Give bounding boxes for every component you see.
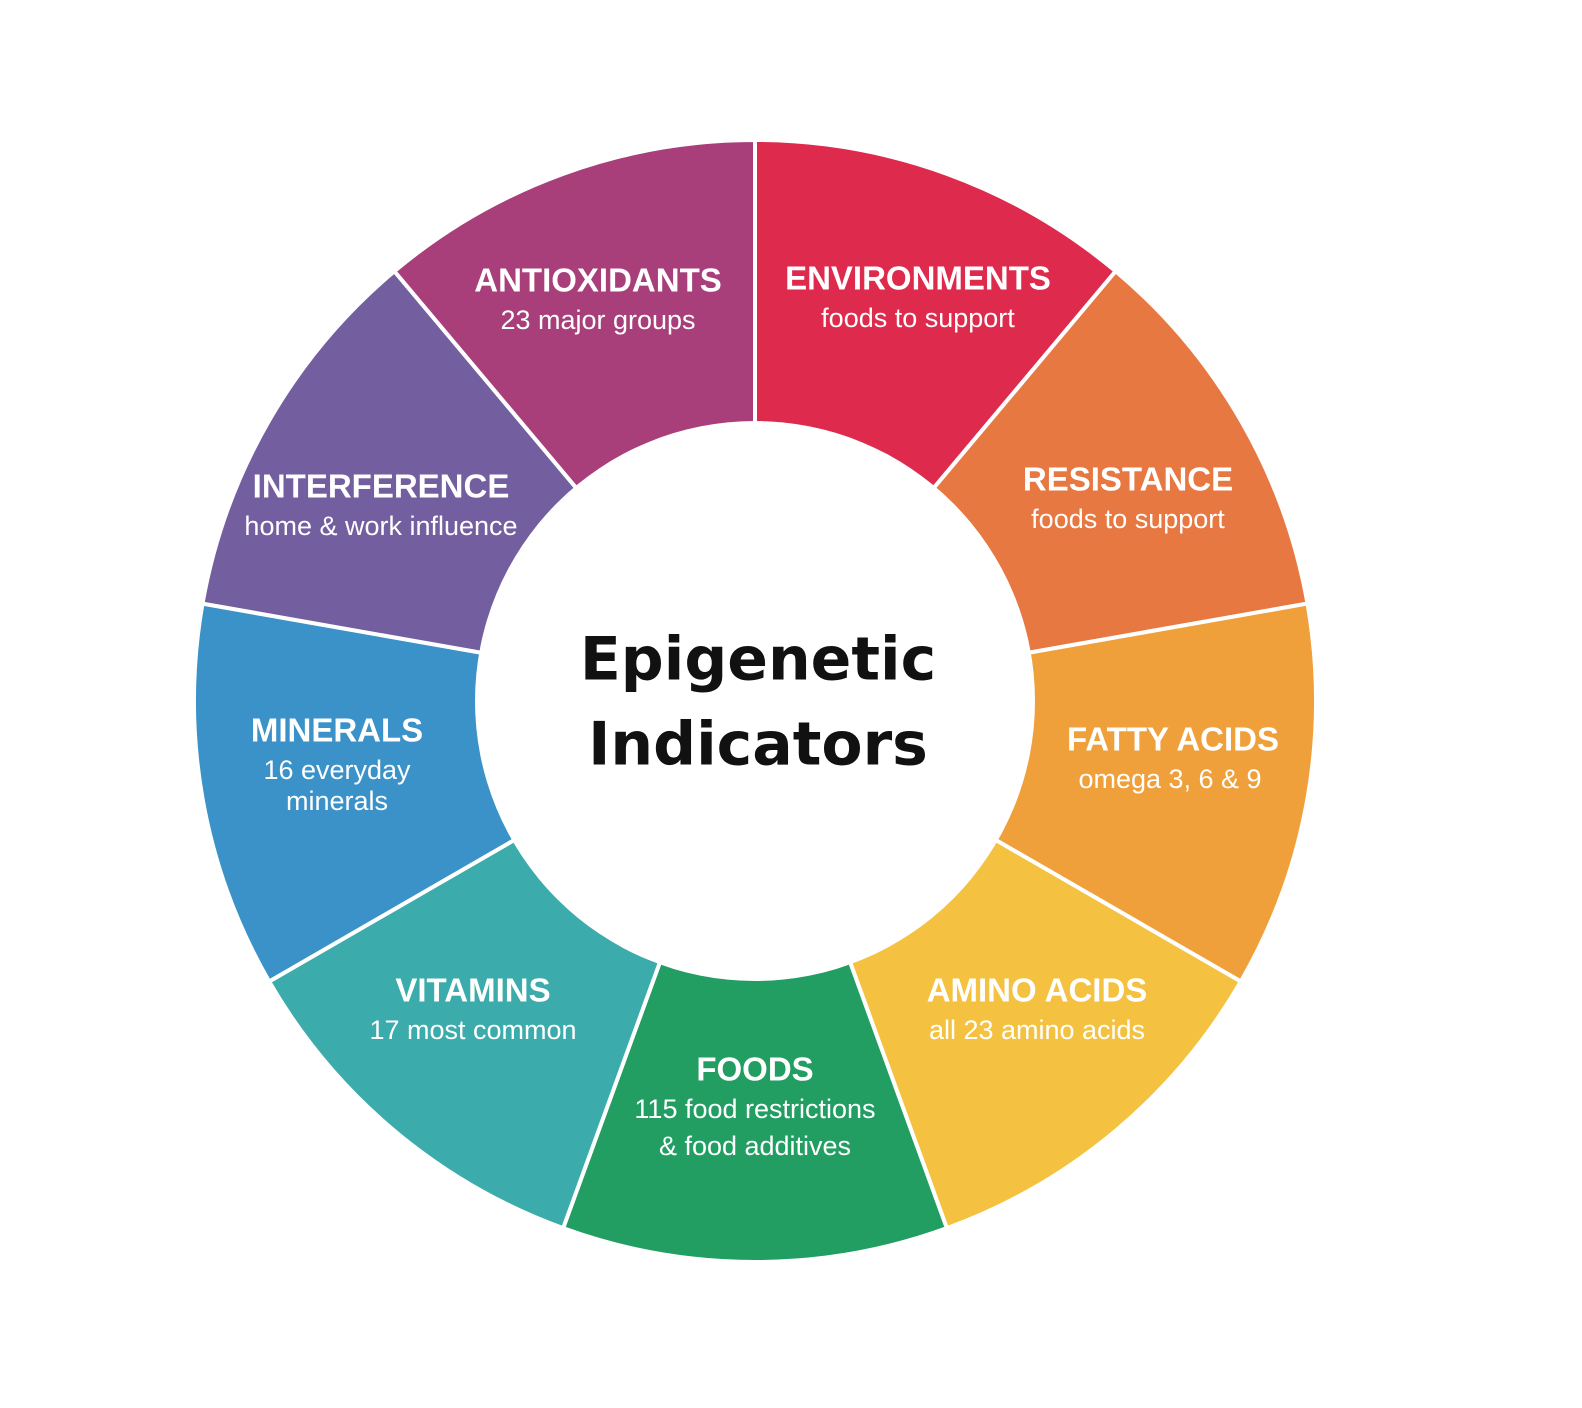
- center-circle: [475, 421, 1035, 981]
- segment-title-resistance: RESISTANCE: [1023, 461, 1233, 498]
- segment-title-fatty-acids: FATTY ACIDS: [1067, 721, 1279, 758]
- segment-subtitle-minerals-2: minerals: [286, 786, 388, 816]
- segment-subtitle-interference: home & work influence: [244, 511, 517, 541]
- segment-subtitle-vitamins: 17 most common: [369, 1015, 576, 1045]
- segment-subtitle-environments: foods to support: [821, 303, 1015, 333]
- segment-subtitle-minerals-1: 16 everyday: [263, 755, 411, 785]
- center-title-line-1: Epigenetic: [580, 625, 936, 695]
- segment-subtitle-fatty-acids: omega 3, 6 & 9: [1078, 764, 1261, 794]
- segment-title-antioxidants: ANTIOXIDANTS: [474, 262, 722, 299]
- segment-subtitle-foods-1: 115 food restrictions: [634, 1094, 875, 1124]
- segment-title-foods: FOODS: [696, 1051, 813, 1088]
- segment-subtitle-resistance: foods to support: [1031, 504, 1225, 534]
- segment-subtitle-antioxidants: 23 major groups: [500, 305, 695, 335]
- segment-subtitle-amino-acids: all 23 amino acids: [929, 1015, 1145, 1045]
- segment-title-interference: INTERFERENCE: [253, 468, 510, 505]
- segment-subtitle-foods-2: & food additives: [659, 1131, 851, 1161]
- segment-title-amino-acids: AMINO ACIDS: [927, 972, 1148, 1009]
- segment-title-minerals: MINERALS: [251, 712, 423, 749]
- center-title-line-2: Indicators: [588, 710, 928, 780]
- segment-title-vitamins: VITAMINS: [395, 972, 550, 1009]
- segment-title-environments: ENVIRONMENTS: [785, 260, 1051, 297]
